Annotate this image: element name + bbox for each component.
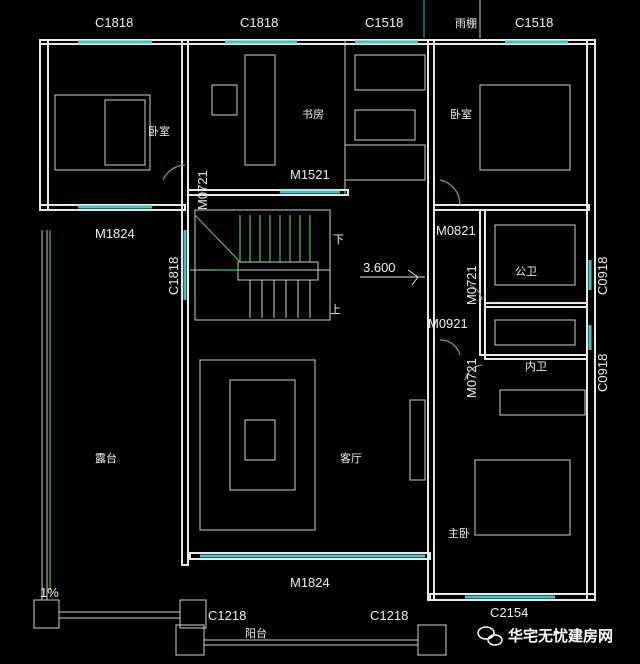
room-label-bedroom: 卧室 <box>148 124 170 138</box>
canopy-label: 雨棚 <box>455 16 477 30</box>
room-label-public-bath: 公卫 <box>515 265 537 278</box>
room-label-terrace: 露台 <box>95 451 117 465</box>
elevation-marker-icon <box>360 269 425 286</box>
door-swings[interactable] <box>162 164 483 381</box>
door-label: M0721 <box>195 170 210 210</box>
walls <box>39 39 596 601</box>
furniture <box>54 54 586 536</box>
windows <box>78 40 592 599</box>
elevation-label: 3.600 <box>363 260 396 275</box>
room-label-balcony: 阳台 <box>245 626 267 640</box>
room-label-ensuite: 内卫 <box>525 359 547 373</box>
door-label: M0921 <box>428 316 468 331</box>
window-label: C1818 <box>166 257 181 295</box>
window-label: C1818 <box>95 15 133 30</box>
slope-label: 1% <box>40 585 59 600</box>
stair-down-label: 下 <box>333 233 344 246</box>
window-label: C1218 <box>208 608 246 623</box>
door-label: M1521 <box>290 167 330 182</box>
window-label: C1518 <box>515 15 553 30</box>
door-label: M0721 <box>464 265 479 305</box>
door-label: M0721 <box>464 358 479 398</box>
watermark: 华宅无忧建房网 <box>508 627 613 645</box>
window-label: C0918 <box>595 354 610 392</box>
door-label: M1824 <box>95 226 135 241</box>
room-label-bedroom: 卧室 <box>450 107 472 121</box>
window-label: C1518 <box>365 15 403 30</box>
stair-up-label: 上 <box>330 303 341 316</box>
window-label: C0918 <box>595 257 610 295</box>
door-label: M1824 <box>290 575 330 590</box>
window-label: C1818 <box>240 15 278 30</box>
wechat-icon <box>477 626 503 646</box>
terrace-rail <box>33 230 447 656</box>
room-label-study: 书房 <box>302 108 324 121</box>
room-label-master: 主卧 <box>448 527 470 540</box>
room-label-living: 客厅 <box>340 451 362 465</box>
staircase[interactable] <box>194 209 331 321</box>
window-label: C2154 <box>490 605 528 620</box>
door-label: M0821 <box>436 223 476 238</box>
window-label: C1218 <box>370 608 408 623</box>
